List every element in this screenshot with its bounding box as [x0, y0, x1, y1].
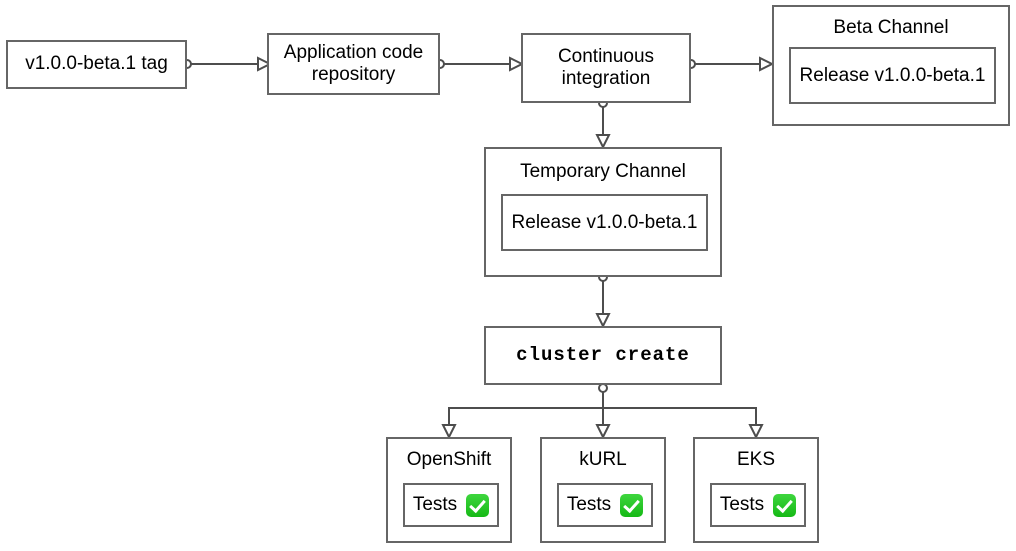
edge-ci-to-beta-channel [686, 56, 775, 72]
group-temporary-channel-title: Temporary Channel [520, 161, 686, 182]
arrow-head-icon [759, 56, 775, 72]
kurl-tests-label: Tests [566, 494, 612, 515]
check-mark-icon [620, 493, 644, 517]
arrow-head-icon [441, 424, 457, 440]
edge-line-branch-right [603, 407, 757, 425]
arrow-head-icon [595, 134, 611, 150]
group-beta-channel-title: Beta Channel [833, 17, 949, 38]
node-eks-tests[interactable]: Tests [710, 483, 806, 527]
group-beta-channel[interactable]: Beta Channel Release v1.0.0-beta.1 [772, 5, 1010, 126]
group-target-openshift-title: OpenShift [406, 449, 492, 470]
node-cluster-create-command[interactable]: cluster create [484, 326, 722, 385]
eks-tests-label: Tests [719, 494, 765, 515]
edge-repo-to-ci [435, 56, 525, 72]
group-target-kurl[interactable]: kURL Tests [540, 437, 666, 543]
arrow-head-icon [257, 56, 273, 72]
group-target-eks-title: EKS [736, 449, 776, 470]
node-temporary-channel-release[interactable]: Release v1.0.0-beta.1 [501, 194, 708, 251]
group-target-openshift[interactable]: OpenShift Tests [386, 437, 512, 543]
check-mark-icon [466, 493, 490, 517]
node-kurl-tests[interactable]: Tests [557, 483, 653, 527]
openshift-tests-label: Tests [412, 494, 458, 515]
node-continuous-integration[interactable]: Continuous integration [521, 33, 691, 103]
group-target-eks[interactable]: EKS Tests [693, 437, 819, 543]
group-target-kurl-title: kURL [579, 449, 627, 470]
edge-line-branch-left [448, 407, 603, 425]
node-openshift-tests[interactable]: Tests [403, 483, 499, 527]
arrow-head-icon [595, 424, 611, 440]
edge-cluster-create-to-targets [441, 383, 764, 440]
group-temporary-channel[interactable]: Temporary Channel Release v1.0.0-beta.1 [484, 147, 722, 277]
node-version-tag[interactable]: v1.0.0-beta.1 tag [6, 40, 187, 89]
edge-temporary-channel-to-cluster-create [595, 272, 611, 329]
node-beta-channel-release[interactable]: Release v1.0.0-beta.1 [789, 47, 996, 104]
arrow-head-icon [595, 313, 611, 329]
arrow-head-icon [748, 424, 764, 440]
check-mark-icon [773, 493, 797, 517]
edge-ci-to-temporary-channel [595, 98, 611, 150]
edge-tag-to-repo [182, 56, 273, 72]
edge-source-dot [598, 383, 608, 393]
arrow-head-icon [509, 56, 525, 72]
node-application-code-repository[interactable]: Application code repository [267, 33, 440, 95]
